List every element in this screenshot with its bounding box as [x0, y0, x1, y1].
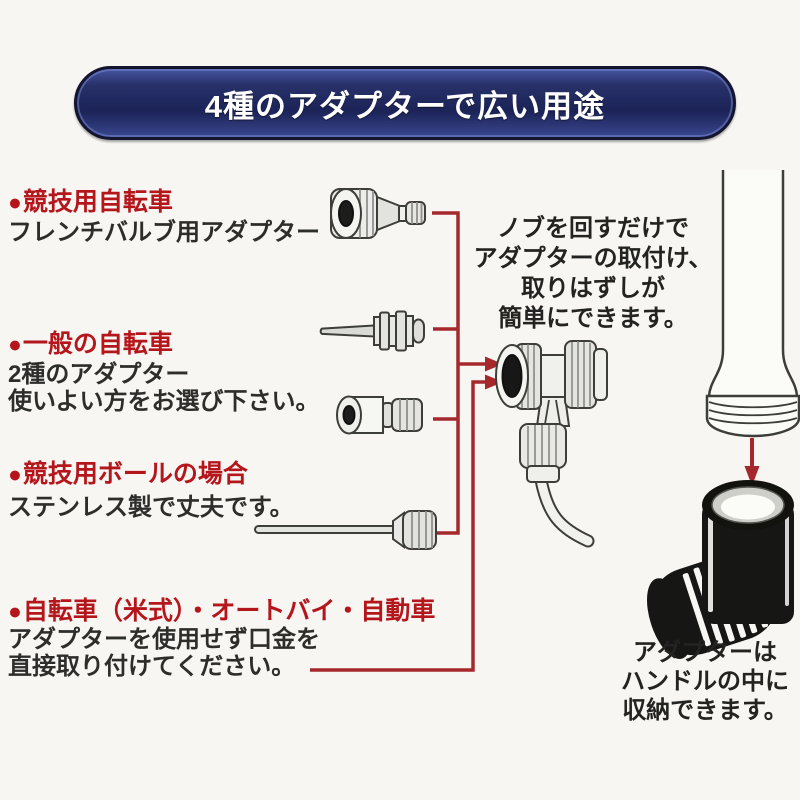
section-heading-text: 自転車（米式）・オートバイ・自動車 — [22, 597, 436, 625]
section-heading-text: 競技用自転車 — [22, 188, 173, 216]
ball-needle-illustration — [254, 510, 437, 550]
note-line: アダプターの取付け、 — [473, 245, 713, 272]
note-line: アダプターは — [633, 639, 777, 666]
bracket-arrow-icon — [458, 356, 503, 372]
section-heading-text: 一般の自転車 — [22, 330, 173, 358]
note-line: 取りはずしが — [521, 275, 665, 302]
standard-valve-pin-adapter-illustration — [319, 310, 425, 352]
section-competition-ball: ●競技用ボールの場合 ステンレス製で丈夫です。 — [8, 458, 294, 521]
section-body-line: 使いよい方をお選び下さい。 — [8, 388, 320, 415]
section-body-line: 直接取り付けてください。 — [8, 653, 296, 680]
section-body-line: アダプターを使用せず口金を — [8, 626, 320, 653]
red-bullet-icon: ● — [8, 331, 22, 357]
section-us-valve-motorcycle-car: ●自転車（米式）・オートバイ・自動車 アダプターを使用せず口金を 直接取り付けて… — [8, 596, 435, 680]
section-heading: ●競技用自転車 — [8, 186, 320, 219]
store-in-handle-arrow-icon — [744, 438, 760, 486]
knob-note: ノブを回すだけで アダプターの取付け、 取りはずしが 簡単にできます。 — [464, 214, 722, 334]
red-bullet-icon: ● — [8, 598, 22, 624]
red-bullet-icon: ● — [8, 461, 22, 487]
section-heading: ●一般の自転車 — [8, 328, 320, 361]
direct-attach-arrow-icon — [310, 374, 503, 672]
french-valve-adapter-illustration — [330, 188, 426, 239]
section-body-line: フレンチバルブ用アダプター — [8, 219, 320, 246]
pump-handle-illustration — [647, 480, 794, 659]
standard-valve-cylinder-adapter-illustration — [336, 395, 423, 435]
note-line: ノブを回すだけで — [497, 215, 689, 242]
note-line: 収納できます。 — [622, 697, 788, 724]
red-bullet-icon: ● — [8, 189, 22, 215]
storage-note: アダプターは ハンドルの中に 収納できます。 — [608, 638, 800, 725]
adapter-bracket-lines — [432, 211, 460, 535]
section-general-bicycle: ●一般の自転車 2種のアダプター 使いよい方をお選び下さい。 — [8, 328, 320, 415]
section-heading: ●自転車（米式）・オートバイ・自動車 — [8, 596, 435, 626]
page-title: 4種のアダプターで広い用途 — [204, 88, 606, 124]
section-racing-bicycle: ●競技用自転車 フレンチバルブ用アダプター — [8, 186, 320, 246]
note-line: 簡単にできます。 — [498, 305, 688, 332]
section-body-line: 2種のアダプター — [8, 361, 190, 388]
title-banner: 4種のアダプターで広い用途 — [74, 66, 736, 140]
pump-barrel-illustration — [705, 170, 800, 438]
pump-head-illustration — [495, 340, 608, 548]
section-body-line: ステンレス製で丈夫です。 — [8, 494, 294, 521]
section-heading: ●競技用ボールの場合 — [8, 458, 294, 491]
note-line: ハンドルの中に — [621, 668, 789, 695]
section-heading-text: 競技用ボールの場合 — [22, 460, 248, 488]
